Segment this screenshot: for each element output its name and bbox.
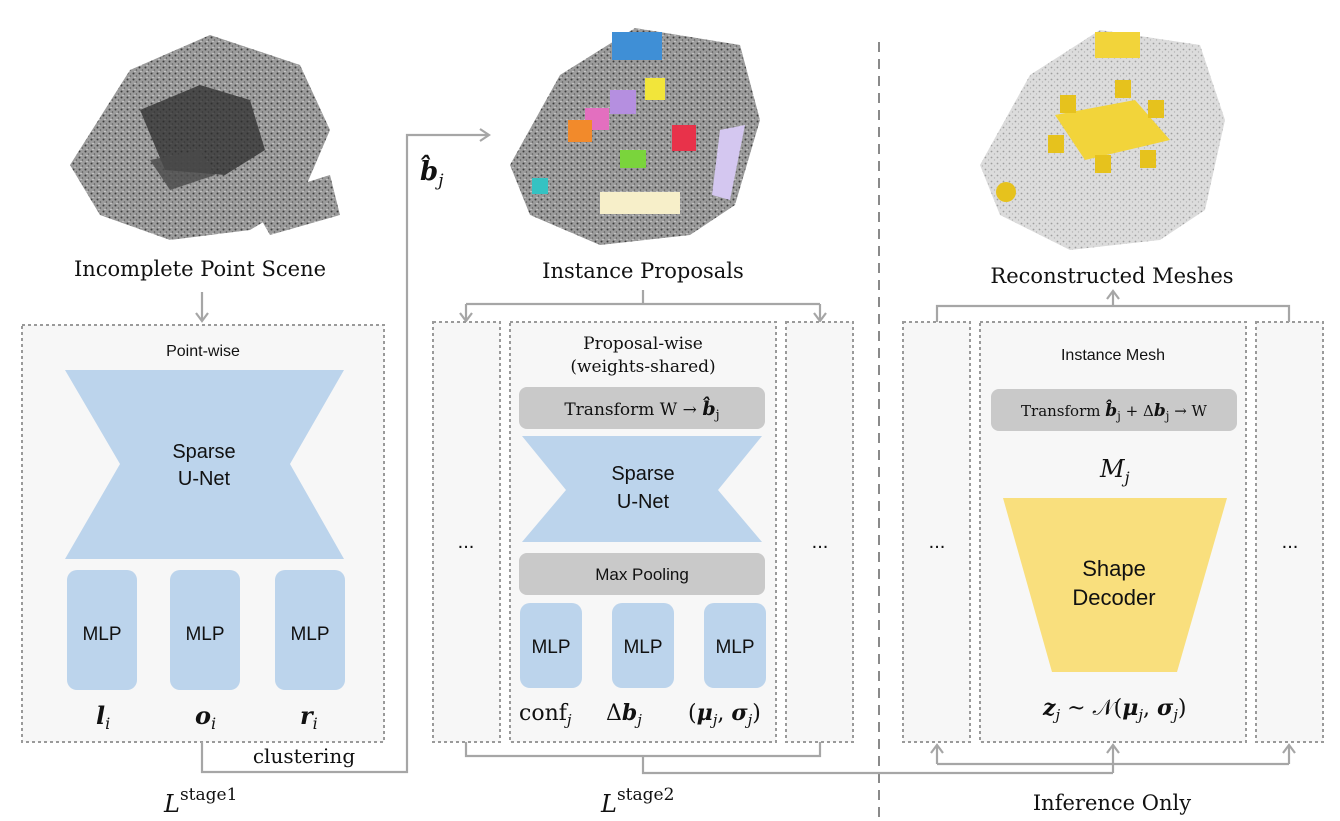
reconstructed-mesh-chair-6 [1140, 150, 1156, 168]
stage2-sparse-unet [522, 436, 762, 542]
stage2-output-delta: Δbj [606, 700, 642, 729]
stage1-unet-label-line2: U-Net [178, 468, 231, 490]
instance-proposal-blue [612, 32, 662, 60]
stage2-left-ellipsis: ... [458, 531, 475, 553]
stage1-output-r: ri [300, 701, 318, 733]
incomplete-scene-label: Incomplete Point Scene [74, 257, 326, 281]
stage2-loss: Lstage2 [600, 785, 674, 818]
latent-z-distribution: zj ~ 𝒩(μj, σj) [1042, 695, 1187, 724]
stage1-unet-label-line1: Sparse [172, 441, 235, 463]
stage2-title-line2: (weights-shared) [570, 357, 715, 377]
stage2-max-pooling-label: Max Pooling [595, 565, 689, 584]
stage2-mlp-delta-label: MLP [623, 637, 662, 658]
inference-left-ellipsis: ... [929, 531, 946, 553]
inference-transform-label: Transform b̂j + Δbj → W [1021, 400, 1208, 423]
stage2-title-line1: Proposal-wise [583, 334, 703, 354]
reconstructed-mesh-chair-3 [1148, 100, 1164, 118]
stage2-mlp-musigma-label: MLP [715, 637, 754, 658]
reconstructed-mesh-table [1055, 100, 1170, 160]
reconstructed-mesh-chair-4 [1048, 135, 1064, 153]
stage1-mlp-r-label: MLP [290, 624, 329, 645]
stage1-output-o: oi [195, 701, 216, 733]
reconstructed-mesh-chair-2 [1115, 80, 1131, 98]
stage2-output-musigma: (μj, σj) [688, 700, 761, 729]
inference-transform-block [991, 389, 1237, 431]
instance-proposal-green [620, 150, 646, 168]
shape-decoder-block [1003, 498, 1227, 672]
stage2-to-inference-line [641, 756, 1113, 775]
clustering-arrow [200, 133, 488, 774]
inference-right-ellipsis: ... [1282, 531, 1299, 553]
stage2-unet-label-line1: Sparse [611, 463, 674, 485]
instance-proposal-cream [600, 192, 680, 214]
shape-decoder-label-line1: Shape [1082, 556, 1146, 581]
stage2-right-ellipsis: ... [812, 531, 829, 553]
reconstructed-mesh-chair-5 [1095, 155, 1111, 173]
stage2-mlp-musigma [704, 603, 766, 688]
instance-proposal-orange [568, 120, 592, 142]
stage1-mlp-l-label: MLP [82, 624, 121, 645]
inference-only-label: Inference Only [1033, 791, 1191, 815]
instance-proposals-label: Instance Proposals [542, 259, 744, 283]
instance-proposal-red [672, 125, 696, 151]
inference-merge-line [935, 304, 1291, 322]
stage2-unet-label-line2: U-Net [617, 491, 670, 513]
stage2-output-conf: confj [519, 701, 572, 729]
reconstructed-meshes-label: Reconstructed Meshes [990, 264, 1233, 288]
stage2-mlp-delta [612, 603, 674, 688]
stage1-loss: Lstage1 [163, 785, 237, 818]
instance-proposals-image [510, 28, 760, 245]
stage1-title: Point-wise [166, 343, 240, 360]
inference-title: Instance Mesh [1061, 347, 1165, 364]
instance-proposal-yellow [645, 78, 665, 100]
instance-proposal-lavender [610, 90, 636, 114]
stage1-mlp-o-label: MLP [185, 624, 224, 645]
stage2-right-ellipsis-frame [785, 321, 854, 743]
stage2-max-pooling-block [519, 553, 765, 595]
clustering-label: clustering [253, 744, 355, 768]
shape-decoder-label-line2: Decoder [1072, 585, 1155, 610]
stage2-mlp-conf [520, 603, 582, 688]
bhat-j-label: b̂j [420, 154, 444, 191]
incomplete-scene-image [70, 35, 340, 240]
stage2-transform-label: Transform W → b̂j [564, 396, 719, 423]
stage2-merge-line [464, 742, 822, 758]
reconstructed-meshes-image [980, 30, 1225, 250]
stage1-output-l: li [96, 701, 110, 733]
inference-right-ellipsis-frame [1255, 321, 1324, 743]
stage1-mlp-l [67, 570, 137, 690]
stage2-mlp-conf-label: MLP [531, 637, 570, 658]
reconstructed-mesh-bin [996, 182, 1016, 202]
reconstructed-mesh-shelf [1095, 32, 1140, 58]
instance-proposal-violet [712, 125, 745, 200]
mesh-mj-label: Mj [1099, 455, 1130, 487]
stage1-mlp-o [170, 570, 240, 690]
stage1-mlp-r [275, 570, 345, 690]
reconstructed-mesh-chair-1 [1060, 95, 1076, 113]
instance-proposal-cyan [532, 178, 548, 194]
stage1-sparse-unet [65, 370, 344, 559]
stage2-left-ellipsis-frame [432, 321, 501, 743]
stage2-transform-block [519, 387, 765, 429]
inference-left-ellipsis-frame [902, 321, 971, 743]
